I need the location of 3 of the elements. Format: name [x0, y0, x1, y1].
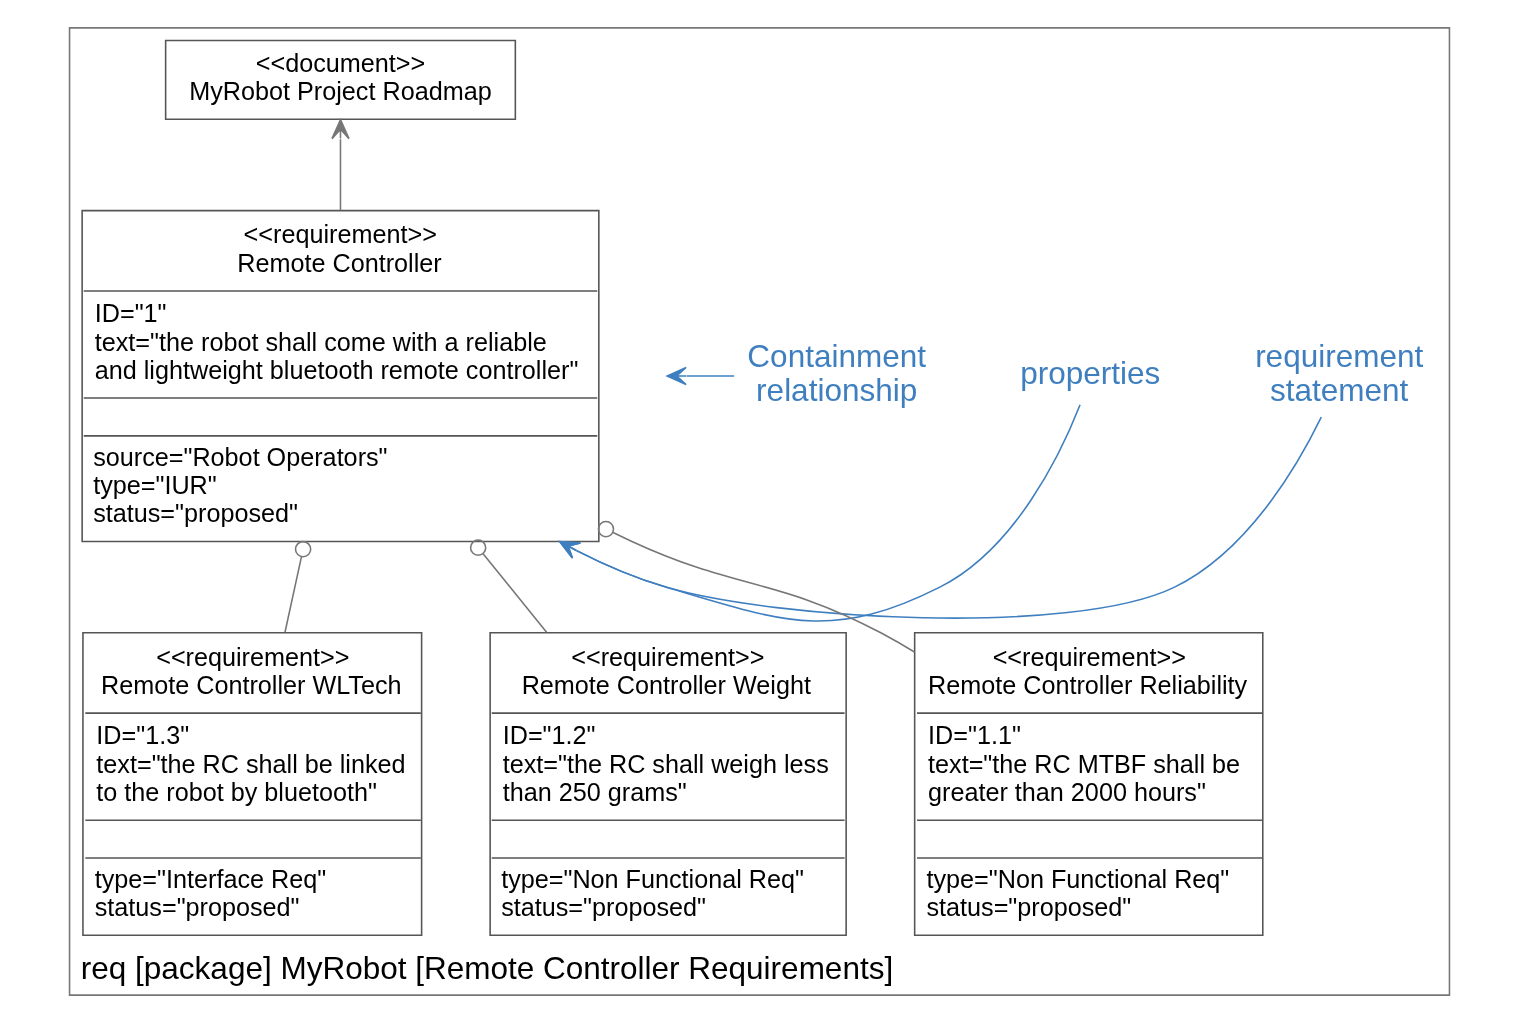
node-text: requirement statement: [1255, 337, 1424, 408]
node-text: Containment relationship: [747, 337, 926, 408]
node-text: properties: [1020, 354, 1161, 391]
